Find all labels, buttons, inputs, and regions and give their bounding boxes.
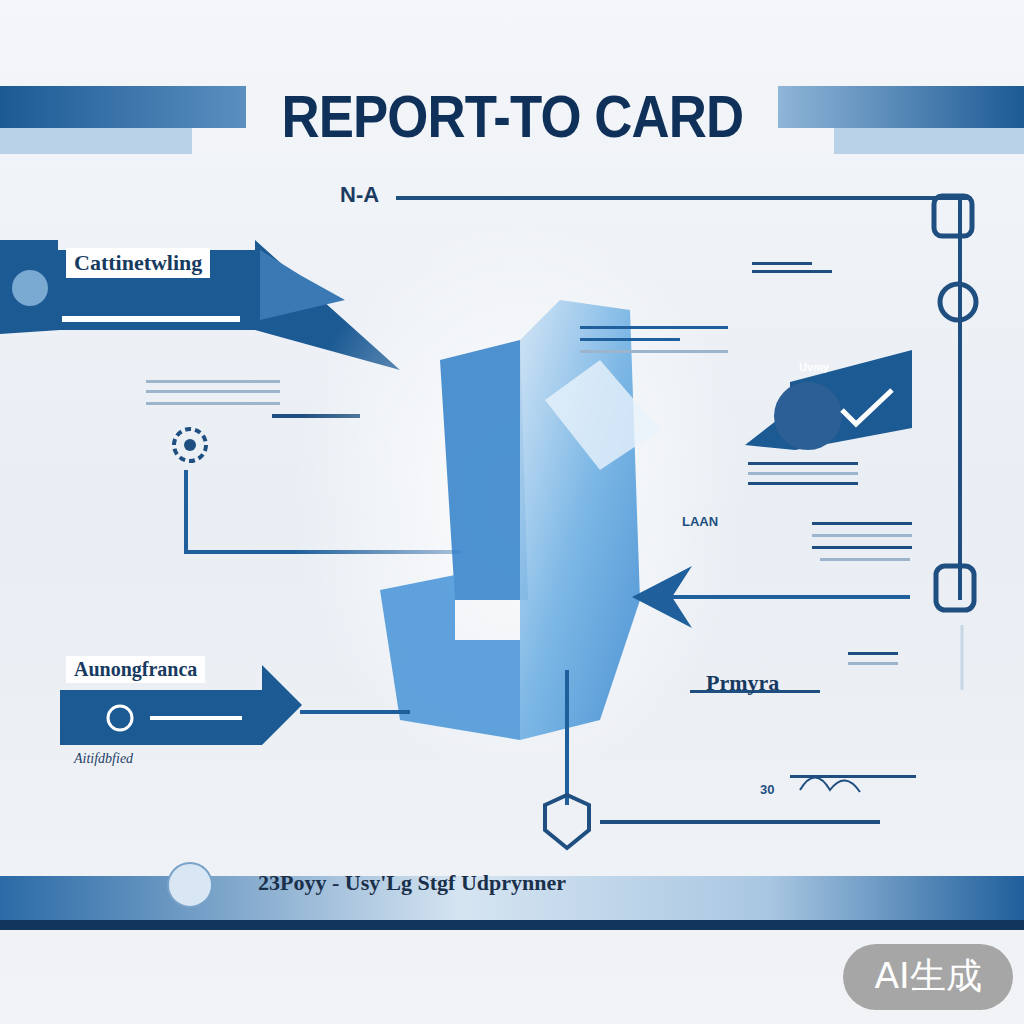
node-text: Cattinetwling [66,248,210,278]
text-label: Prmyra [706,670,779,696]
text-label: LAAN [682,514,718,529]
watermark: AI生成 [843,952,1013,1001]
diagram-title: REPORT-TO CARD [281,82,742,151]
text-label: N-A [340,182,379,208]
banner-node: Cattinetwling [66,248,210,278]
banner-node: Uvmy [796,360,832,374]
banner-node: AunongfrancaAitifdbfied [66,656,205,767]
footer-caption: 23Poyy - Usy'Lg Stgf Udprynner [258,870,566,896]
node-text: Aunongfranca [66,656,205,683]
text-label: 30 [760,782,774,797]
node-text: Uvmy [796,360,832,374]
node-text: Aitifdbfied [66,751,205,767]
